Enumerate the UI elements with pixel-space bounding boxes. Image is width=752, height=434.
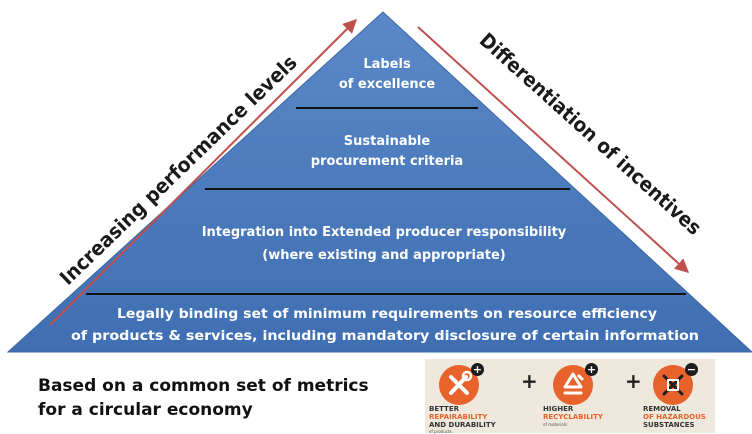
plus-badge: +: [585, 363, 598, 376]
metric-line-3-text: AND DURABILITY: [429, 421, 496, 429]
tier-1-line-2: of excellence: [339, 77, 436, 92]
tier-4-line-1: Legally binding set of minimum requireme…: [117, 307, 658, 322]
metric-line-1: BETTER: [429, 405, 459, 413]
hazardous-removal-metric: − REMOVAL OF HAZARDOUS SUBSTANCES: [643, 363, 713, 431]
metric-note: of materials: [543, 422, 567, 427]
left-arrow: [49, 19, 357, 326]
metrics-caption: Based on a common set of metrics for a c…: [38, 374, 418, 422]
metric-line-1: REMOVAL: [643, 405, 681, 413]
plus-badge: +: [471, 363, 484, 376]
plus-separator: +: [521, 369, 538, 393]
metric-line-3: AND DURABILITY: [429, 421, 519, 429]
metric-note: of products: [429, 429, 452, 434]
repairability-metric: + BETTER REPAIRABILITY AND DURABILITY of…: [429, 363, 499, 434]
caption-line-2: for a circular economy: [38, 400, 253, 420]
circular-economy-icons: + BETTER REPAIRABILITY AND DURABILITY of…: [425, 359, 715, 434]
pyramid-shape: [6, 11, 752, 353]
minus-badge: −: [685, 363, 698, 376]
metric-line-1: HIGHER: [543, 405, 574, 413]
caption-line-1: Based on a common set of metrics: [38, 376, 369, 396]
recyclability-metric: + HIGHER RECYCLABILITY of materials: [543, 363, 613, 431]
tier-3-line-2: (where existing and appropriate): [262, 248, 505, 263]
metric-line-2: OF HAZARDOUS: [643, 413, 706, 421]
tier-3-line-1: Integration into Extended producer respo…: [202, 225, 567, 240]
tier-2-line-2: procurement criteria: [311, 154, 463, 169]
metric-line-3: SUBSTANCES: [643, 421, 695, 429]
tier-4-line-2: of products & services, including mandat…: [71, 329, 699, 344]
tier-1-line-1: Labels: [363, 57, 411, 72]
tier-2-line-1: Sustainable: [344, 134, 431, 149]
right-arrow: [417, 26, 690, 273]
plus-separator: +: [625, 369, 642, 393]
metric-line-2: RECYCLABILITY: [543, 413, 603, 421]
metric-line-2: REPAIRABILITY: [429, 413, 488, 421]
